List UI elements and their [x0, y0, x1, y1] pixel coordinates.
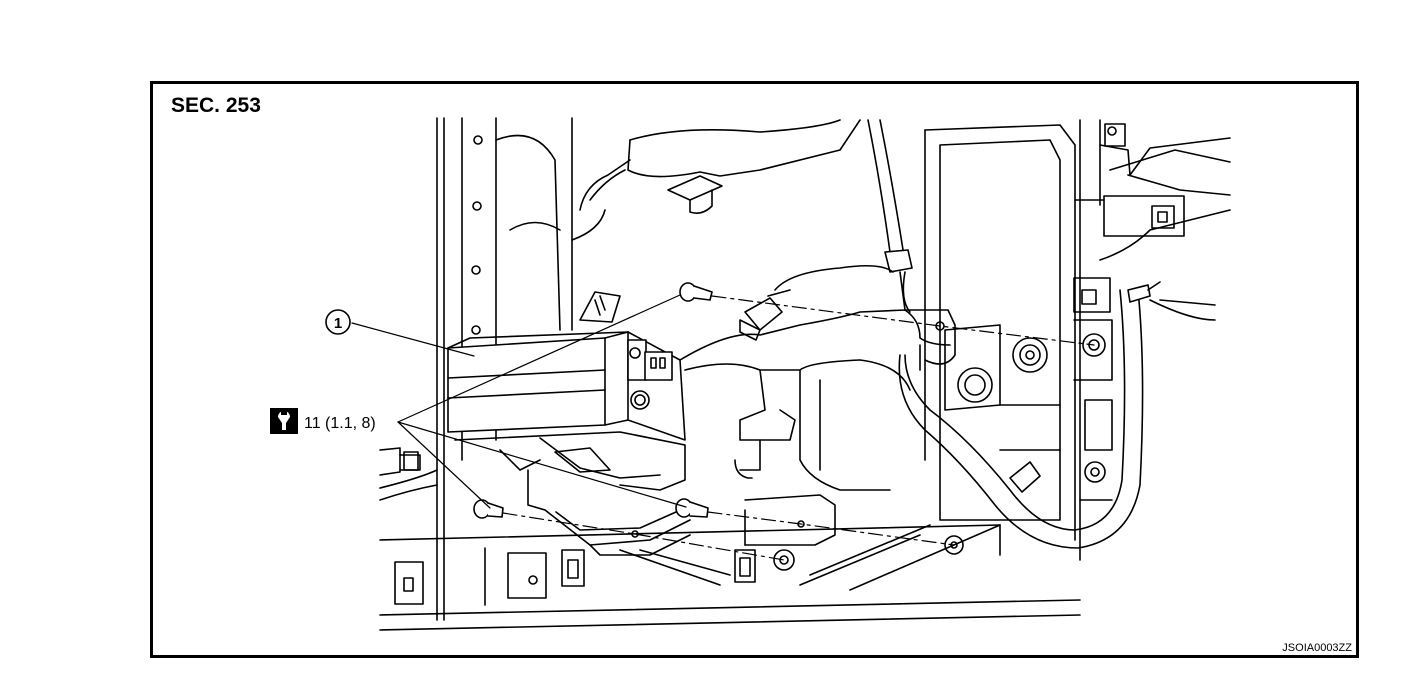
- bolt-upper: [679, 282, 713, 302]
- upper-harness: [571, 119, 913, 341]
- bolts: [473, 282, 713, 519]
- wrench-torque-icon: [270, 408, 298, 434]
- bolt-lower-left: [473, 499, 504, 519]
- leader-lines: [351, 294, 687, 509]
- bolt-lower-mid: [675, 498, 709, 518]
- torque-spec-text: 11 (1.1, 8): [304, 415, 376, 432]
- section-label: SEC. 253: [171, 94, 261, 117]
- document-code: JSOIA0003ZZ: [1282, 642, 1352, 654]
- callout-1: 1: [325, 309, 351, 335]
- bottom-structure: [379, 447, 1081, 631]
- callout-1-label: 1: [334, 315, 342, 332]
- alignment-lines: [502, 295, 1095, 561]
- center-bracket: [679, 309, 956, 491]
- torque-spec: 11 (1.1, 8): [270, 408, 376, 434]
- right-hose: [898, 281, 1216, 549]
- right-housing: [924, 119, 1231, 561]
- control-unit: [447, 291, 686, 441]
